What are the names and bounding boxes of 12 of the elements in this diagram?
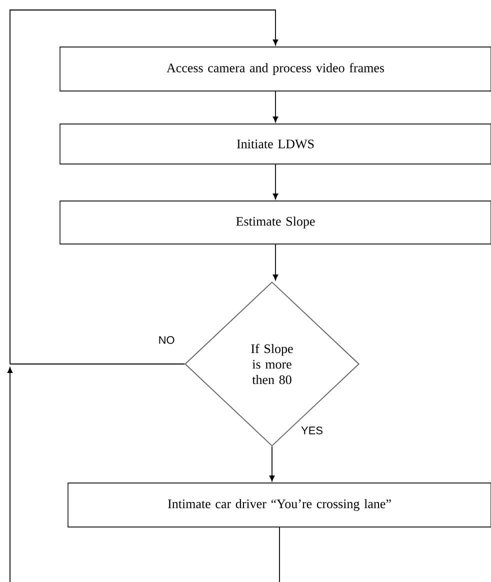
edge-label: NO: [157, 335, 176, 345]
arrow: [10, 10, 278, 364]
process-box: Intimate car driver “You’re crossing lane”: [68, 482, 491, 528]
process-box: Access camera and process video frames: [60, 46, 491, 92]
process-box: Initiate LDWS: [60, 124, 491, 164]
arrow: [272, 91, 278, 122]
arrow: [269, 446, 275, 482]
edge-label: YES: [300, 426, 324, 436]
arrow: [7, 367, 13, 582]
process-box: Estimate Slope: [60, 200, 491, 244]
arrow: [272, 164, 278, 200]
arrow: [272, 244, 278, 280]
